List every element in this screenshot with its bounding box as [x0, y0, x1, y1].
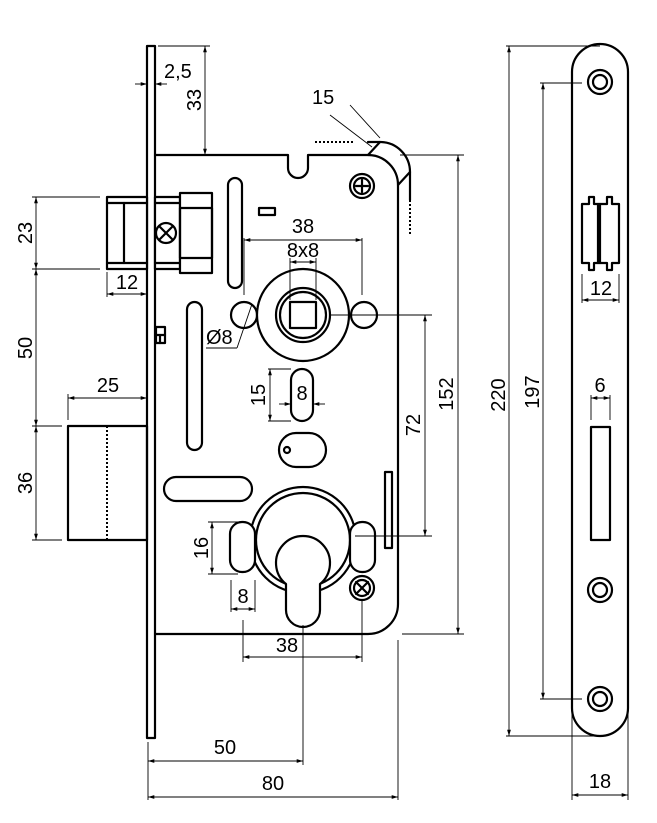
slot-vertical-2 [185, 300, 204, 452]
small-rect [257, 206, 277, 217]
dim-handle-hole-spacing: 38 [292, 216, 314, 238]
screw-icon-bottom [348, 574, 376, 602]
dim-body-depth: 80 [262, 773, 284, 795]
latch-bolt [105, 191, 214, 275]
dimensions-faceplate: 220 197 12 6 18 [488, 45, 629, 800]
dim-handle-to-cylinder: 72 [403, 414, 425, 436]
dim-strike-bolt-width: 6 [594, 375, 605, 397]
dim-latch-height: 23 [15, 222, 37, 244]
dim-slot-length: 15 [248, 384, 270, 406]
chamfer-line-2 [396, 170, 412, 187]
dim-spindle-square: 8x8 [287, 240, 319, 262]
faceplate-screw-bottom [586, 685, 614, 713]
dimensions-body: 2,5 33 15 23 12 50 25 36 38 [15, 45, 464, 800]
dim-backset: 50 [214, 737, 236, 759]
dim-cylinder-hole-spacing: 38 [276, 635, 298, 657]
dim-latch-to-bolt: 50 [15, 337, 37, 359]
slot-8 [289, 367, 315, 423]
dim-strike-latch-width: 12 [590, 278, 612, 300]
side-bar [383, 470, 394, 550]
dim-chamfer: 15 [312, 87, 334, 109]
bolt-opening [589, 425, 612, 542]
dim-top-offset: 33 [184, 89, 206, 111]
dim-bolt-height: 36 [15, 472, 37, 494]
chamfer-shell [366, 140, 412, 202]
slot-vertical-1 [226, 176, 244, 290]
faceplate-tab [154, 325, 167, 345]
faceplate-screw-mid [586, 576, 614, 604]
dim-cylinder-hole-width: 8 [237, 586, 248, 608]
dim-bolt-projection: 25 [97, 375, 119, 397]
faceplate-screw-top [586, 68, 614, 96]
dim-body-height: 152 [436, 377, 458, 410]
dim-slot-width: 8 [296, 383, 307, 405]
dim-mount-hole-dia: Ø8 [206, 327, 233, 349]
latch-opening [580, 195, 621, 272]
slot-horizontal [162, 475, 254, 503]
dead-bolt [66, 424, 149, 542]
dim-screw-spacing: 197 [522, 375, 544, 408]
lock-body-outline [153, 153, 400, 636]
chamfer-line [366, 140, 382, 157]
slot-oval [277, 431, 328, 469]
dim-faceplate-length: 220 [488, 378, 510, 411]
screw-icon [348, 172, 376, 200]
lock-body-view [66, 44, 412, 740]
dim-cylinder-hole-height: 16 [191, 537, 213, 559]
dim-faceplate-width: 18 [589, 771, 611, 793]
dim-faceplate-thickness: 2,5 [164, 61, 192, 83]
dim-latch-projection: 12 [116, 272, 138, 294]
oval-pin [282, 445, 292, 455]
faceplate-side [145, 44, 157, 740]
cylinder-cutout [228, 485, 377, 629]
spindle-hub [229, 267, 379, 363]
